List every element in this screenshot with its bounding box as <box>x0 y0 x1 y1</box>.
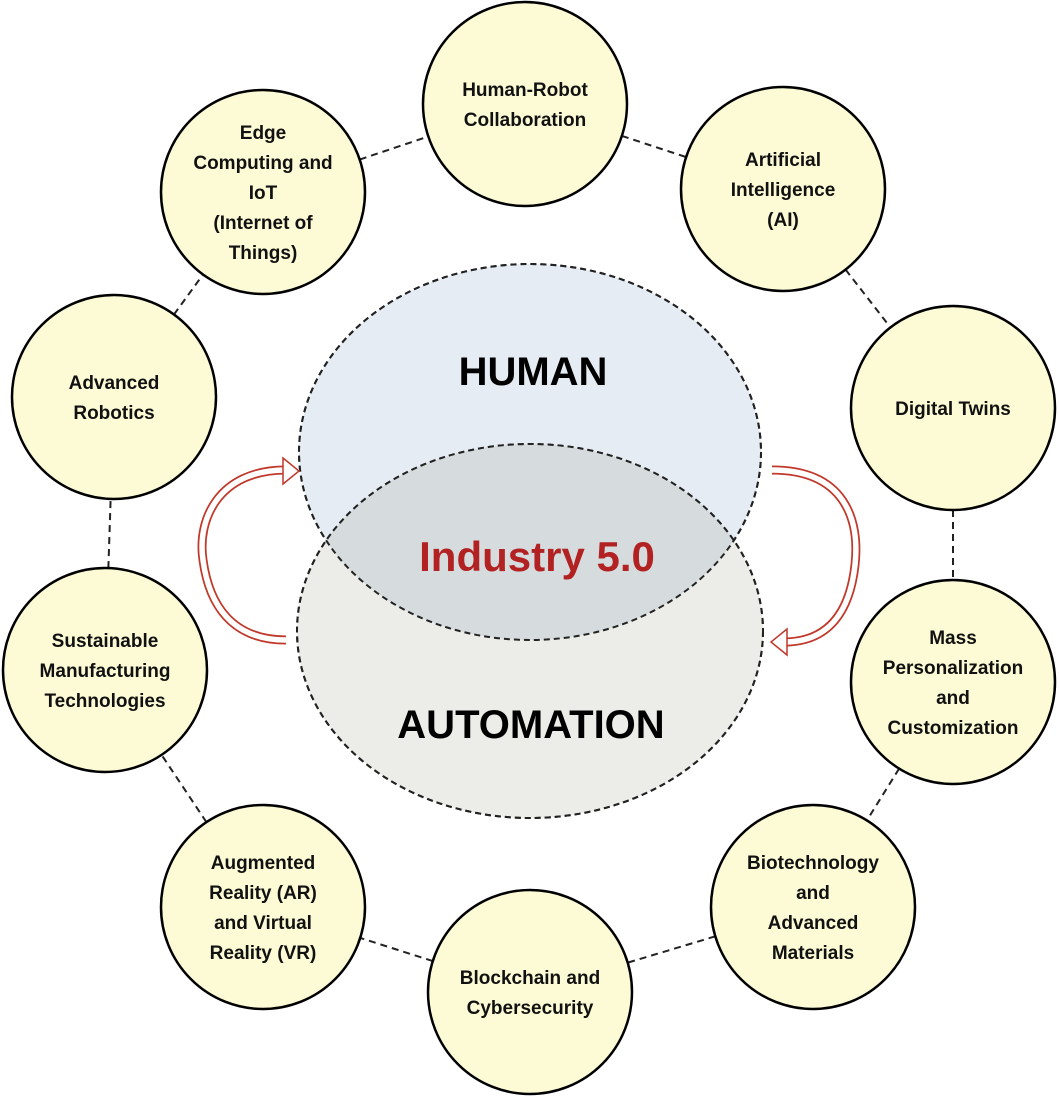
node-label-line: Reality (AR) <box>209 883 317 904</box>
left-curved-arrow-icon <box>197 465 287 645</box>
node-label-line: (AI) <box>767 210 799 231</box>
overlap-region <box>299 444 761 640</box>
node-label-line: Materials <box>772 943 854 964</box>
node-connectors <box>107 134 954 964</box>
human-ellipse-outline <box>298 263 762 641</box>
node-circle <box>709 803 917 1011</box>
node-label-line: Manufacturing <box>40 661 171 682</box>
node-label-line: Collaboration <box>464 110 586 131</box>
node-circle <box>1 566 209 774</box>
right-curved-arrow-inner <box>771 467 859 645</box>
node-label-line: Things) <box>229 243 298 264</box>
node-label-line: Artificial <box>745 150 821 171</box>
node-label-line: Edge <box>240 123 286 144</box>
node-circle <box>849 304 1057 512</box>
node-label-line: Advanced <box>768 913 859 934</box>
connector-line <box>359 936 434 963</box>
node-label-line: Intelligence <box>731 180 836 201</box>
node-label-line: and <box>796 883 830 904</box>
connector-line <box>866 768 900 821</box>
left-arrowhead-icon <box>282 456 301 486</box>
node-label-line: Computing and <box>193 153 332 174</box>
node-label-line: Advanced <box>69 373 160 394</box>
node-label-line: IoT <box>249 183 278 204</box>
node-label-line: Customization <box>888 718 1019 739</box>
left-curved-arrow-inner <box>199 467 287 643</box>
node-label-line: Cybersecurity <box>467 998 594 1019</box>
node-circle <box>426 888 634 1096</box>
node-circle <box>10 293 218 501</box>
node-label-line: Digital Twins <box>895 399 1011 420</box>
node-circle <box>159 803 367 1011</box>
human-label: HUMAN <box>459 350 608 394</box>
node-circle <box>679 85 887 293</box>
connector-line <box>359 135 429 161</box>
node-label-line: Robotics <box>73 403 154 424</box>
node-label-line: Technologies <box>44 691 165 712</box>
node-circle <box>421 0 629 208</box>
connector-line <box>621 134 687 159</box>
node-circle <box>159 88 367 296</box>
node-digital-twins: Digital Twins <box>849 304 1057 512</box>
connector-line <box>160 754 208 823</box>
node-label-line: Sustainable <box>52 631 159 652</box>
node-label-line: Mass <box>929 628 977 649</box>
node-label-line: Reality (VR) <box>210 943 317 964</box>
node-label-line: Human-Robot <box>462 80 588 101</box>
node-label-line: and Virtual <box>214 913 312 934</box>
node-label-line: and <box>936 688 970 709</box>
automation-label: AUTOMATION <box>397 703 664 747</box>
cycle-arrows <box>197 456 861 657</box>
industry-5-label: Industry 5.0 <box>419 533 655 580</box>
connector-line <box>844 268 892 329</box>
node-label-line: Blockchain and <box>460 968 600 989</box>
center-venn: HUMAN Industry 5.0 AUTOMATION <box>296 263 764 819</box>
automation-ellipse-outline <box>296 443 764 819</box>
connector-line <box>173 273 204 316</box>
node-label-line: Personalization <box>883 658 1023 679</box>
right-arrowhead-icon <box>769 627 788 657</box>
connector-line <box>107 498 112 569</box>
right-curved-arrow-icon <box>771 465 861 647</box>
node-label-line: Augmented <box>211 853 316 874</box>
connector-line <box>627 935 716 964</box>
node-label-line: Biotechnology <box>747 853 879 874</box>
node-circle <box>849 578 1057 786</box>
node-label-line: (Internet of <box>213 213 313 234</box>
